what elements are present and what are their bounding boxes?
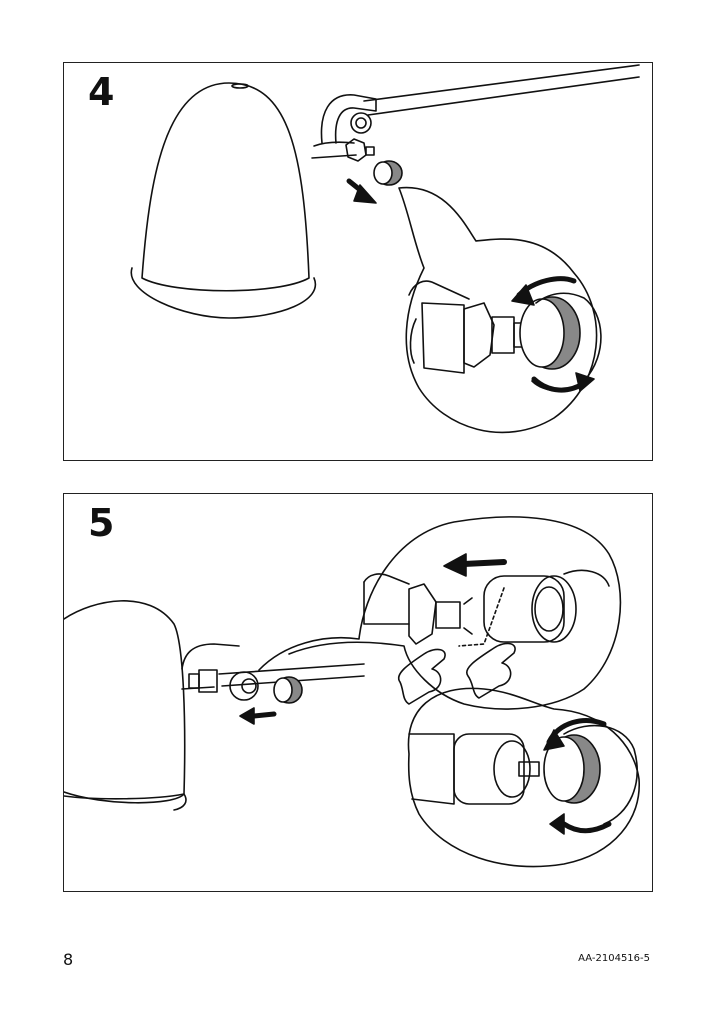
step-5-panel: 5 [63,493,653,892]
step-4-panel: 4 [63,62,653,461]
lamp-shade [64,600,186,800]
step-number: 5 [88,501,115,545]
hand-icon [397,648,446,705]
callout-outline [398,186,598,434]
lamp-arm [363,64,640,116]
hand-icon [465,642,516,699]
document-code: AA-2104516-5 [578,953,650,964]
page-number: 8 [63,950,74,969]
callout-outline-bottom [407,687,640,868]
step-number: 4 [88,70,115,114]
lamp-shade-rim [130,267,317,319]
step-4-illustration [130,64,640,434]
step-5-illustration [64,516,640,868]
lamp-shade [141,82,310,292]
